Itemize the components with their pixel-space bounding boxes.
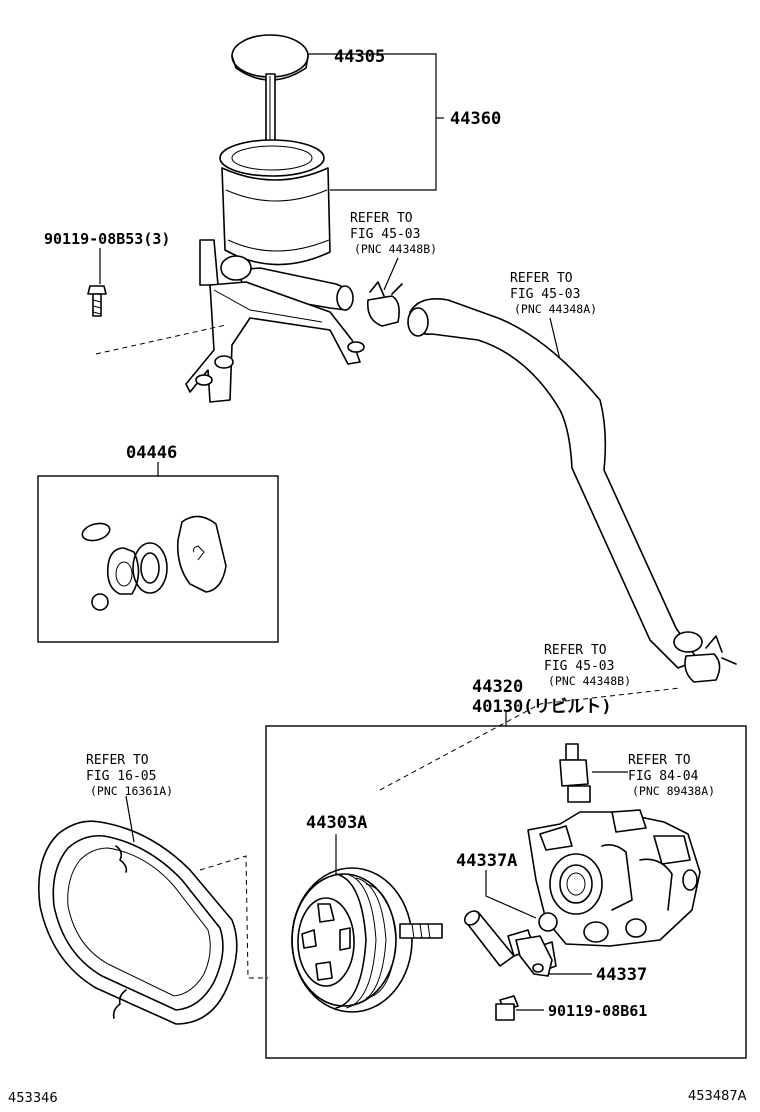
label-44337: 44337	[596, 965, 647, 985]
bracket-44337[interactable]	[515, 935, 553, 977]
svg-text:FIG 16-05: FIG 16-05	[86, 769, 156, 784]
dash-belt-to-pulley	[199, 855, 268, 979]
svg-text:(PNC 44348B): (PNC 44348B)	[354, 242, 437, 256]
dash-pump-to-hose	[379, 687, 681, 791]
svg-text:FIG 45-03: FIG 45-03	[544, 659, 614, 674]
ref-note-5: REFER TO FIG 84-04 (PNC 89438A)	[628, 753, 715, 798]
reservoir-44360[interactable]	[185, 139, 365, 403]
union-44337A[interactable]	[462, 908, 558, 967]
hose-clamp-lower[interactable]	[684, 635, 737, 683]
pressure-switch-sensor[interactable]	[559, 743, 591, 803]
suction-hose[interactable]	[407, 298, 703, 669]
label-bolt-top: 90119-08B53(3)	[44, 230, 170, 248]
dash-bolt-to-bracket	[95, 324, 227, 355]
svg-text:(PNC 16361A): (PNC 16361A)	[90, 784, 173, 798]
svg-text:REFER TO: REFER TO	[544, 643, 607, 658]
svg-text:REFER TO: REFER TO	[510, 271, 573, 286]
svg-text:FIG 45-03: FIG 45-03	[510, 287, 580, 302]
svg-text:REFER TO: REFER TO	[628, 753, 691, 768]
bolt-90119-08B53[interactable]	[87, 285, 107, 317]
v-ribbed-belt[interactable]	[38, 820, 238, 1025]
pulley-44303A[interactable]	[291, 867, 443, 1013]
leader-44337A	[485, 870, 537, 919]
label-44337A: 44337A	[456, 851, 517, 871]
leader-ref4	[125, 795, 135, 843]
svg-text:FIG 84-04: FIG 84-04	[628, 769, 699, 784]
svg-text:REFER TO: REFER TO	[350, 211, 413, 226]
svg-text:(PNC 44348B): (PNC 44348B)	[548, 674, 631, 688]
leader-ref1	[383, 257, 399, 291]
svg-text:(PNC 89438A): (PNC 89438A)	[632, 784, 715, 798]
seal-kit-parts[interactable]	[80, 515, 227, 611]
label-44305: 44305	[334, 47, 385, 67]
ref-note-1: REFER TO FIG 45-03 (PNC 44348B)	[350, 211, 437, 256]
hose-clamp-upper[interactable]	[366, 281, 403, 327]
diagram-code-right: 453487A	[688, 1089, 747, 1104]
label-44303A: 44303A	[306, 813, 367, 833]
ref-note-4: REFER TO FIG 16-05 (PNC 16361A)	[86, 753, 173, 798]
leader-44305-44360	[308, 53, 437, 191]
ref-note-2: REFER TO FIG 45-03 (PNC 44348A)	[510, 271, 597, 316]
label-04446: 04446	[126, 443, 177, 463]
label-40130: 40130(リビルト)	[472, 697, 612, 717]
leader-ref2	[549, 317, 561, 361]
svg-text:(PNC 44348A): (PNC 44348A)	[514, 302, 597, 316]
bolt-90119-08B61[interactable]	[495, 995, 519, 1021]
label-44320: 44320	[472, 677, 523, 697]
ref-note-3: REFER TO FIG 45-03 (PNC 44348B)	[544, 643, 631, 688]
svg-text:FIG 45-03: FIG 45-03	[350, 227, 420, 242]
diagram-code-left: 453346	[8, 1091, 58, 1106]
reservoir-cap-44305[interactable]	[231, 34, 309, 155]
svg-text:REFER TO: REFER TO	[86, 753, 149, 768]
power-steering-pump[interactable]	[527, 809, 701, 975]
label-bolt-bottom: 90119-08B61	[548, 1002, 647, 1020]
label-44360: 44360	[450, 109, 501, 129]
